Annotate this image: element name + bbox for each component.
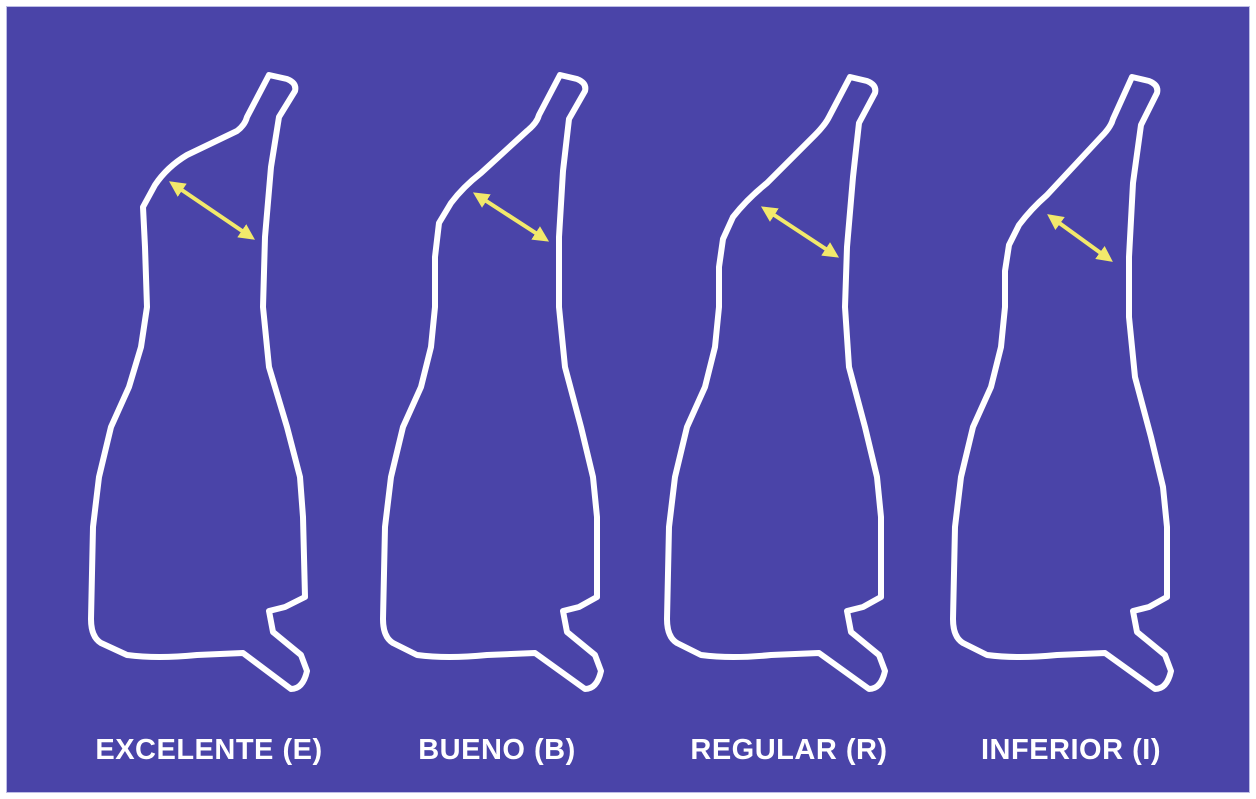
carcass-diagram: EXCELENTE (E) BUENO (B) REGULAR (R) INFE…: [7, 7, 1250, 793]
arrow-regular: [765, 209, 835, 255]
carcass-inferior: [953, 77, 1171, 689]
carcass-bueno: [383, 75, 601, 689]
carcass-outline-inferior: [953, 77, 1171, 689]
arrow-inferior: [1051, 217, 1109, 259]
carcass-outline-bueno: [383, 75, 601, 689]
grade-label-excelente: EXCELENTE (E): [95, 734, 322, 766]
carcass-regular: [667, 77, 885, 689]
arrow-bueno: [477, 195, 545, 239]
grade-label-bueno: BUENO (B): [418, 734, 576, 766]
diagram-panel: EXCELENTE (E) BUENO (B) REGULAR (R) INFE…: [6, 6, 1250, 793]
carcass-excelente: [91, 75, 307, 689]
carcass-outline-regular: [667, 77, 885, 689]
grade-label-inferior: INFERIOR (I): [981, 734, 1161, 766]
arrow-excelente: [173, 184, 251, 237]
carcass-outline-excelente: [91, 75, 307, 689]
grade-label-regular: REGULAR (R): [690, 734, 887, 766]
